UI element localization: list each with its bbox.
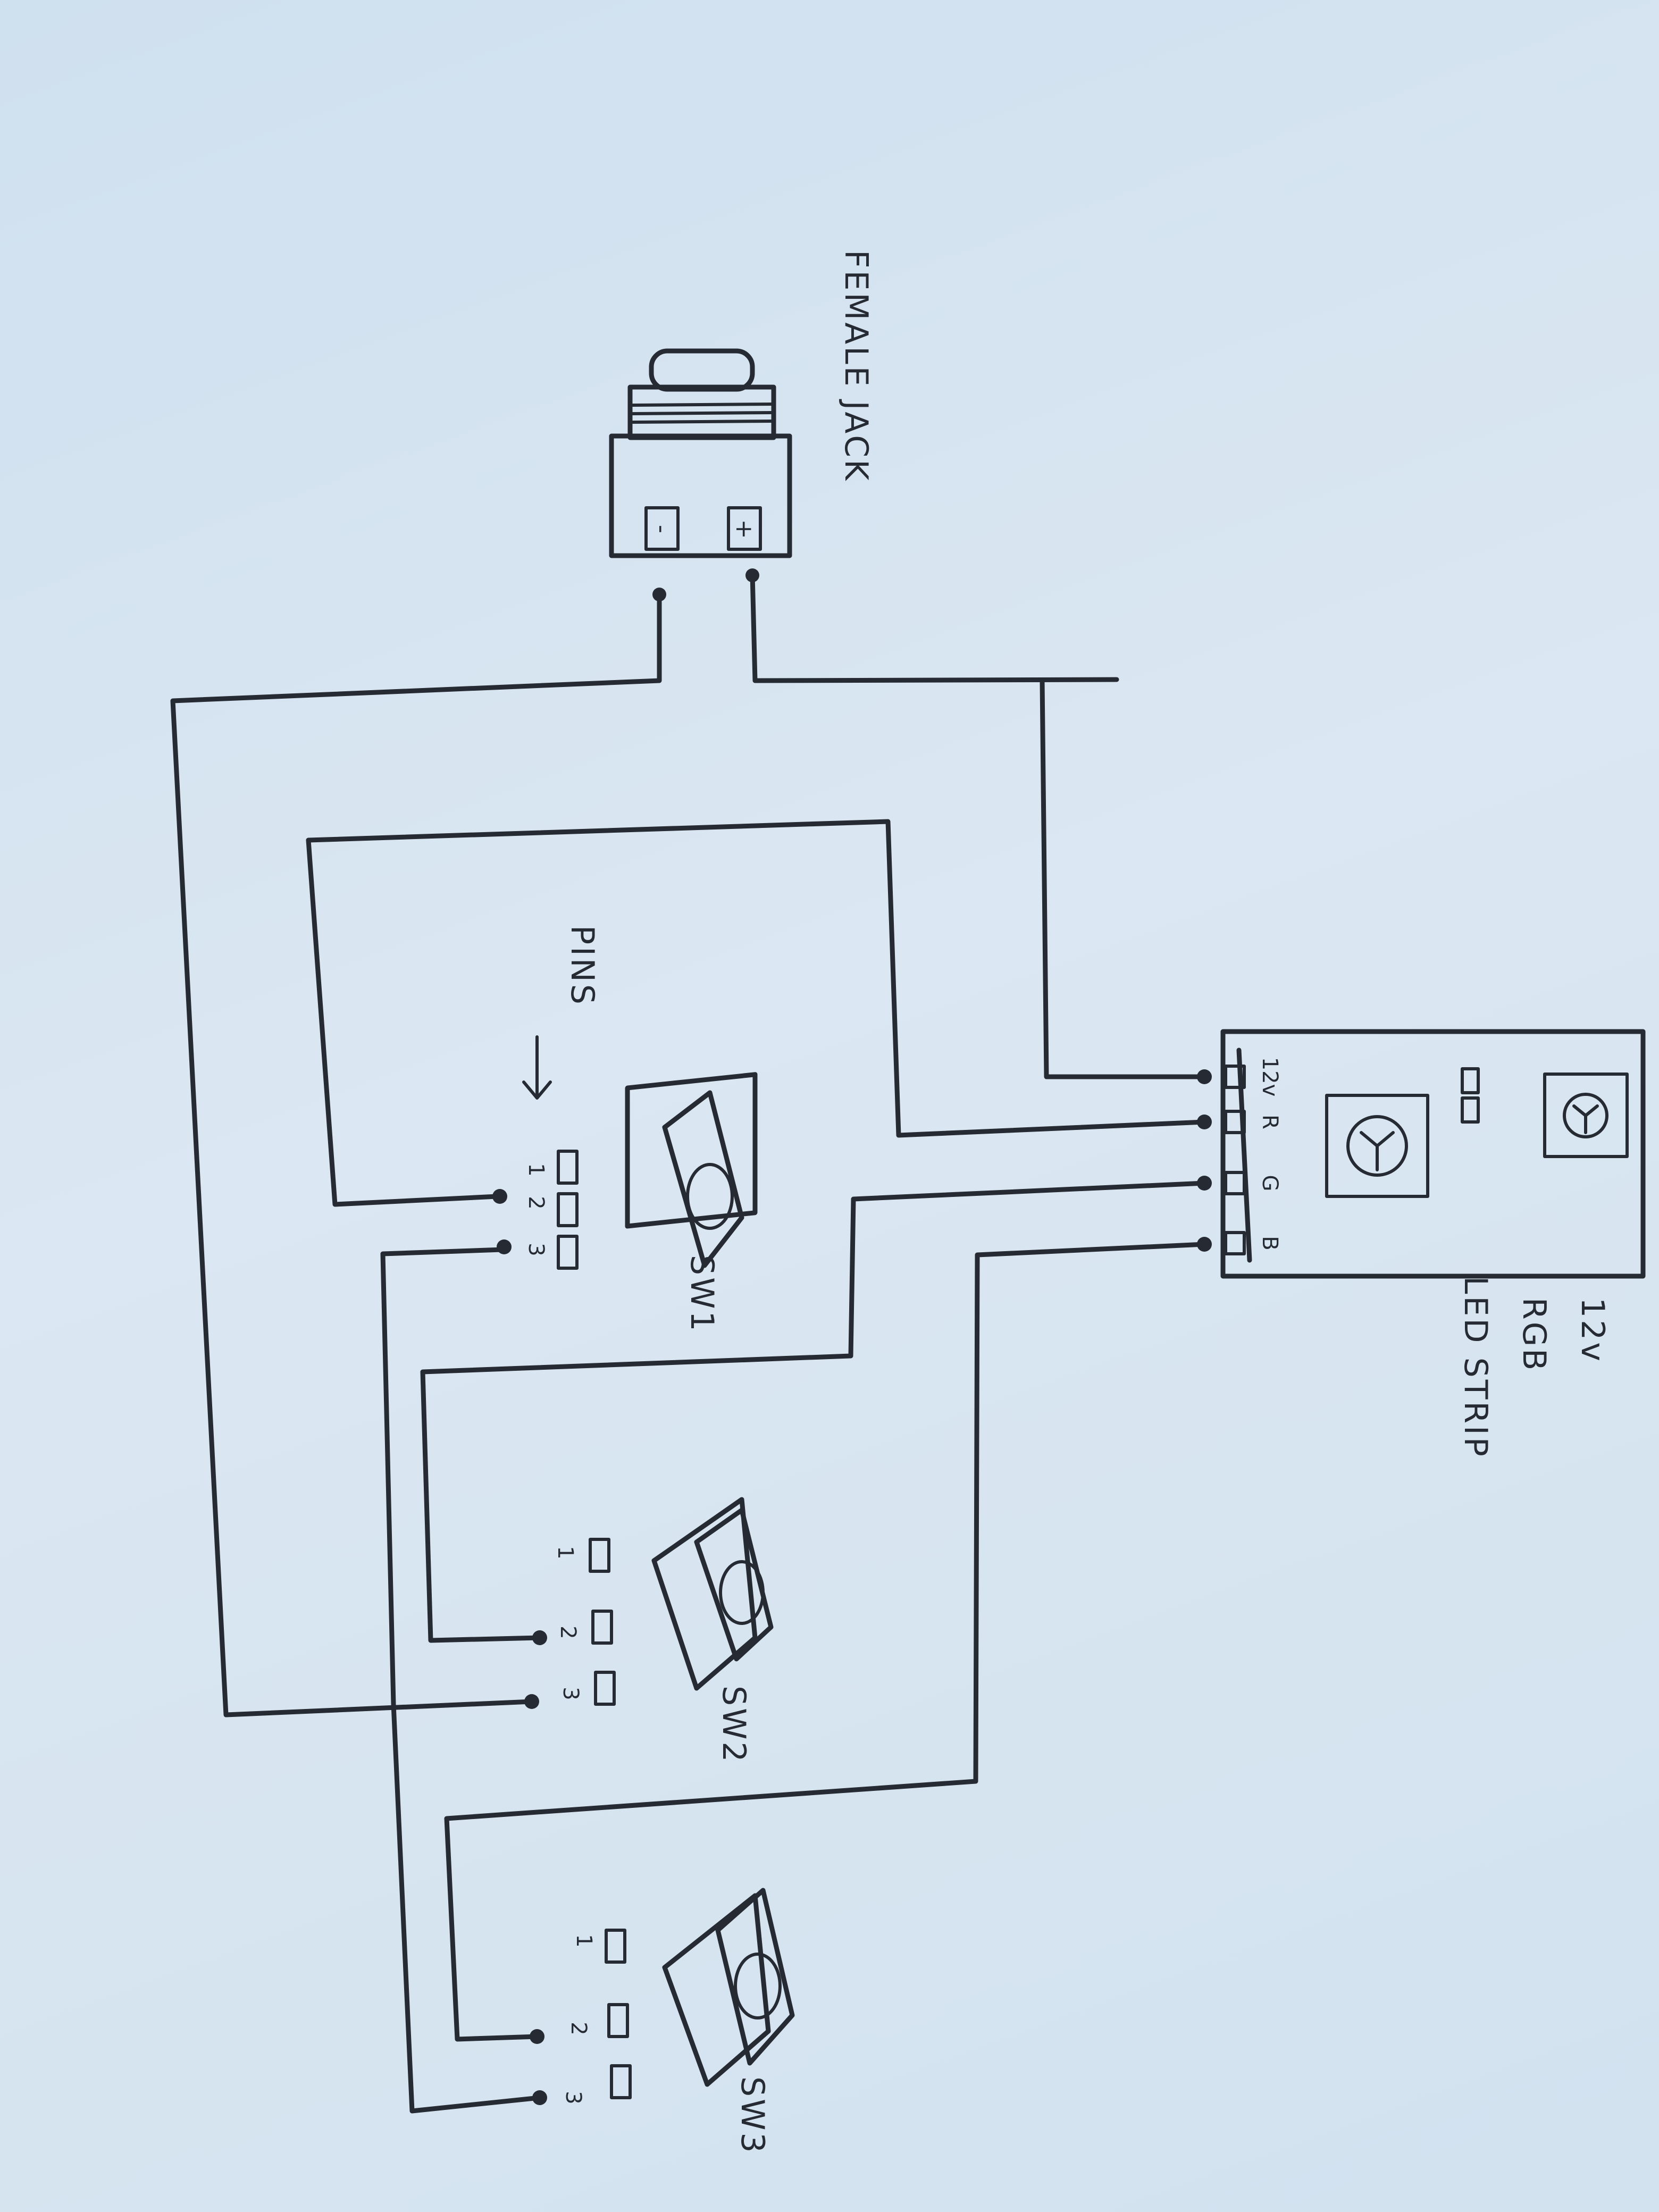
sw1-pin-3: 3 xyxy=(524,1243,548,1256)
wire-common-rail xyxy=(380,1247,542,2114)
switch-sw2: 1 2 3 SW2 xyxy=(524,1497,774,1764)
jack-plus-terminal xyxy=(727,506,762,551)
resistor-2 xyxy=(1461,1096,1480,1124)
jack-minus-node xyxy=(652,588,666,601)
female-jack: - + FEMALE JACK xyxy=(609,250,875,601)
sw3-rocker xyxy=(734,1953,782,2020)
jack-plus-node xyxy=(745,568,759,582)
sw3-node-3 xyxy=(532,2090,547,2105)
sw2-node-3 xyxy=(524,1694,539,1709)
pins-arrow xyxy=(522,1035,552,1100)
pins-annotation: PINS xyxy=(522,925,601,1100)
sw2-node-2 xyxy=(532,1630,547,1645)
jack-plus-sign: + xyxy=(731,520,758,539)
sw1-rocker xyxy=(686,1163,734,1230)
sw3-pin-3: 3 xyxy=(561,2091,585,2104)
strip-node-b xyxy=(1197,1237,1212,1252)
sw2-rocker xyxy=(719,1560,765,1625)
jack-body xyxy=(609,433,792,558)
sw3-label: SW3 xyxy=(734,2076,771,2155)
switch-sw3: 1 2 3 SW3 xyxy=(530,1888,795,2155)
sw3-pin-1: 1 xyxy=(572,1934,596,1947)
strip-node-r xyxy=(1197,1115,1212,1129)
wire-plus-to-12v xyxy=(1040,678,1207,1079)
sw2-pin-3: 3 xyxy=(558,1687,583,1700)
switch-sw1: 1 2 3 SW1 xyxy=(492,1072,758,1334)
strip-label-rgb: RGB xyxy=(1515,1297,1553,1372)
wire-r-to-sw1 xyxy=(306,819,1207,1207)
strip-outline xyxy=(1220,1029,1646,1279)
strip-pin-label-b: B xyxy=(1258,1236,1282,1250)
jack-minus-sign: - xyxy=(648,525,675,533)
pins-label: PINS xyxy=(564,925,601,1007)
strip-node-12v xyxy=(1197,1069,1212,1084)
wire-g-to-sw2 xyxy=(420,1180,1207,1643)
strip-pin-label-r: R xyxy=(1258,1115,1282,1129)
wires xyxy=(170,572,1207,2114)
sw3-pin-2: 2 xyxy=(566,2022,591,2035)
led-strip: 12v R G B 12v RGB LED STRIP xyxy=(1197,1029,1646,1459)
sw1-pin-2: 2 xyxy=(524,1196,548,1209)
led-chip-1 xyxy=(1325,1094,1429,1198)
sw2-pin-2: 2 xyxy=(556,1626,580,1639)
wire-b-to-sw3 xyxy=(444,1242,1207,2042)
wire-jack-plus xyxy=(750,572,1119,683)
jack-minus-terminal xyxy=(644,506,680,551)
sw2-label: SW2 xyxy=(715,1686,752,1764)
jack-barrel xyxy=(649,348,755,392)
sw1-node-3 xyxy=(497,1239,512,1254)
strip-label-voltage: 12v xyxy=(1574,1297,1611,1363)
sw3-node-2 xyxy=(530,2029,544,2044)
wire-jack-minus xyxy=(170,593,662,1717)
strip-pin-label-g: G xyxy=(1258,1175,1282,1192)
resistor-1 xyxy=(1461,1067,1480,1094)
strip-label-strip: LED STRIP xyxy=(1457,1276,1494,1459)
sw1-node-2 xyxy=(492,1189,507,1204)
strip-pin-label-12v: 12v xyxy=(1258,1057,1282,1097)
strip-node-g xyxy=(1197,1176,1212,1191)
jack-label: FEMALE JACK xyxy=(837,250,875,483)
led-chip-2 xyxy=(1543,1073,1629,1158)
strip-pads xyxy=(1224,1065,1246,1255)
sw1-label: SW1 xyxy=(683,1255,720,1334)
sw1-pin-1: 1 xyxy=(524,1163,548,1176)
sw2-pin-1: 1 xyxy=(553,1546,577,1559)
